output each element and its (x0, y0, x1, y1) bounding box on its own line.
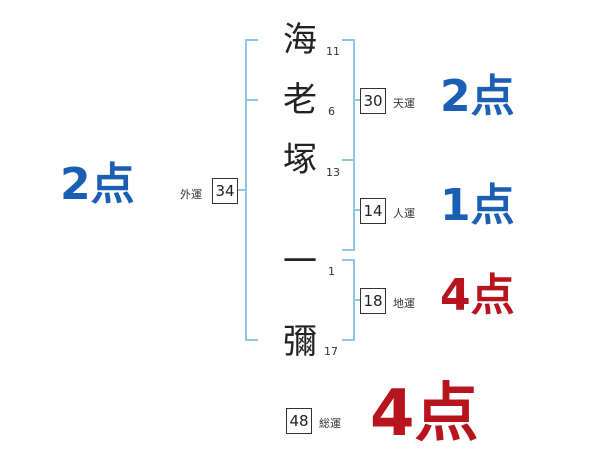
heaven-score: 2点 (440, 71, 515, 122)
stroke-count-3: 13 (326, 166, 340, 179)
total-value-box: 48 (286, 408, 312, 434)
stroke-count-1: 11 (326, 45, 340, 58)
person-label: 人運 (393, 207, 415, 220)
earth-value-box: 18 (360, 288, 386, 314)
outer-label: 外運 (180, 188, 202, 201)
person-value-box: 14 (360, 198, 386, 224)
earth-label: 地運 (393, 297, 415, 310)
name-char-2: 老 (283, 80, 317, 120)
name-char-3: 塚 (283, 140, 317, 180)
outer-score: 2点 (60, 159, 135, 210)
heaven-value-box: 30 (360, 88, 386, 114)
outer-bracket (245, 39, 258, 341)
heaven-bracket (342, 39, 355, 161)
earth-bracket (342, 259, 355, 341)
stroke-count-2: 6 (328, 105, 335, 118)
name-char-1: 海 (283, 20, 317, 60)
outer-value-box: 34 (212, 178, 238, 204)
person-bracket (342, 159, 355, 251)
stroke-count-5: 17 (324, 345, 338, 358)
stroke-count-4: 1 (328, 265, 335, 278)
earth-score: 4点 (440, 270, 515, 321)
total-label: 総運 (319, 417, 341, 430)
person-score: 1点 (440, 180, 515, 231)
heaven-label: 天運 (393, 97, 415, 110)
name-char-4: 一 (283, 242, 317, 282)
name-char-5: 彌 (283, 322, 317, 362)
total-score: 4点 (370, 377, 479, 451)
